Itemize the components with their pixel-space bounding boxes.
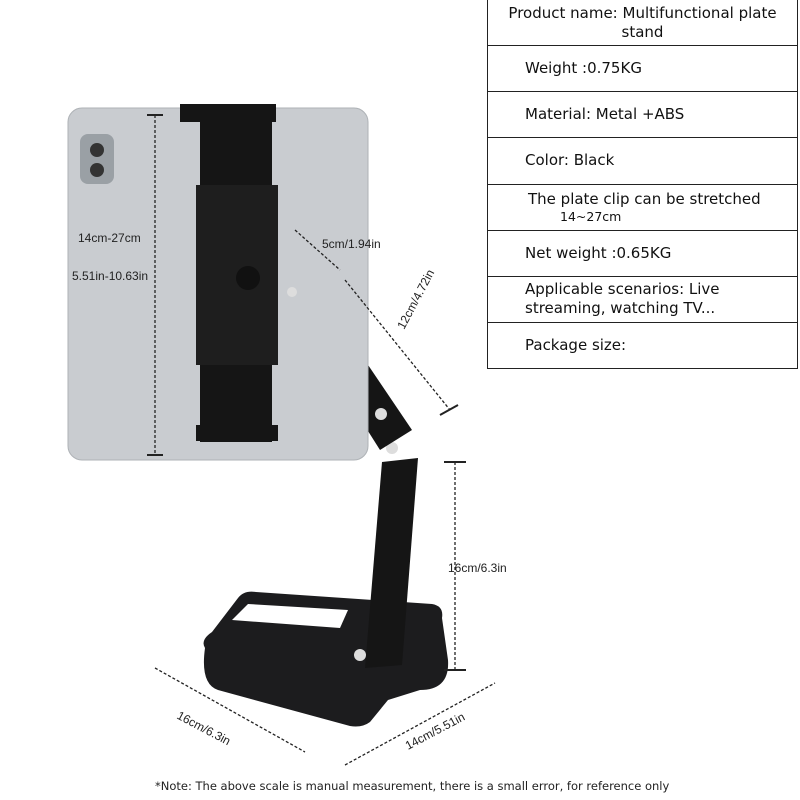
dimension-ticks [147,114,466,671]
spec-product-name: Product name: Multifunctional plate stan… [488,0,797,47]
ball-joint [236,266,260,290]
lower-arm [365,458,418,668]
spec-net-weight: Net weight :0.65KG [488,231,797,277]
spec-scenarios: Applicable scenarios: Live streaming, wa… [488,277,797,323]
dim-tablet-height-in: 5.51in-10.63in [72,269,148,283]
dimension-lines [154,115,496,766]
spec-table: Product name: Multifunctional plate stan… [487,0,798,369]
arm-joint-bottom [354,649,366,661]
arm-joint-mid [386,442,398,454]
spec-material: Material: Metal +ABS [488,92,797,139]
spec-clip-range: 14~27cm [560,209,622,225]
tablet-camera [80,134,114,184]
dim-base-depth: 16cm/6.3in [175,708,233,748]
dim-upper-arm: 12cm/4.72in [394,267,437,331]
spec-color: Color: Black [488,138,797,185]
dim-upper-joint: 5cm/1.94in [322,237,381,251]
spec-clip: The plate clip can be stretched 14~27cm [488,185,797,231]
base-handle-slot [232,604,348,628]
spec-weight: Weight :0.75KG [488,46,797,93]
spec-clip-text: The plate clip can be stretched [528,190,761,209]
spec-package-size: Package size: [525,335,627,354]
dim-lower-arm: 16cm/6.3in [448,561,507,575]
dim-tablet-height-cm: 14cm-27cm [78,231,141,245]
arm-joint-upper [375,408,387,420]
measurement-note: *Note: The above scale is manual measure… [155,779,670,793]
